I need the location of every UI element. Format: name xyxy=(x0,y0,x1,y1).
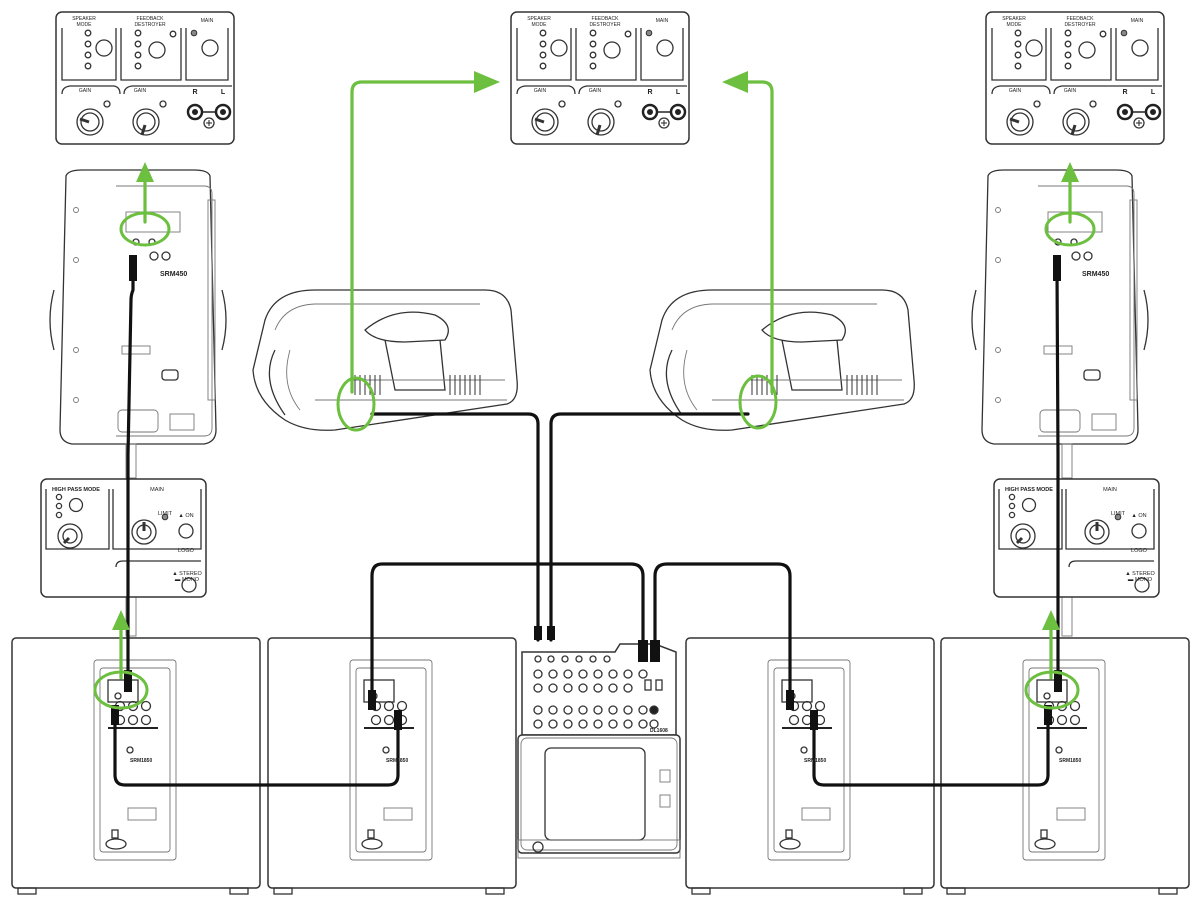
subwoofer-4 xyxy=(940,637,1190,895)
subwoofer-2 xyxy=(267,637,517,895)
top-left-control-panel xyxy=(54,10,236,146)
label-high-pass-mode: HIGH PASS MODE xyxy=(52,487,100,493)
top-center-control-panel xyxy=(509,10,691,146)
label-l: L xyxy=(1151,89,1156,96)
label-destroyer: DESTROYER xyxy=(589,22,621,28)
label-gain-2: GAIN xyxy=(134,88,147,94)
label-stereo: ▲ STEREO xyxy=(1125,571,1155,577)
label-main: MAIN xyxy=(1131,18,1144,24)
digital-mixer xyxy=(517,643,681,859)
sub-4-model-label: SRM1850 xyxy=(1059,758,1081,764)
mixer-model-label: DL1608 xyxy=(650,728,668,734)
left-speaker-model-label: SRM450 xyxy=(160,271,187,278)
label-main: MAIN xyxy=(201,18,214,24)
top-right-control-panel xyxy=(984,10,1166,146)
sub-2-model-label: SRM1850 xyxy=(386,758,408,764)
signal-arrow-left-speaker xyxy=(119,162,171,247)
cable-mixer-to-right-monitor xyxy=(547,412,750,642)
label-speaker-mode: SPEAKER xyxy=(72,16,96,22)
signal-arrow-sub-4 xyxy=(1024,610,1080,710)
sub-1-model-label: SRM1850 xyxy=(130,758,152,764)
label-feedback: FEEDBACK xyxy=(592,16,620,22)
top-center-panel-labels: SPEAKER MODE FEEDBACK DESTROYER MAIN GAI… xyxy=(527,16,681,96)
right-sub-panel-labels: HIGH PASS MODE MAIN LIMIT ▲ ON LOGO ▲ ST… xyxy=(1005,487,1155,583)
label-logo: LOGO xyxy=(1131,548,1148,554)
signal-arrow-sub-1 xyxy=(93,610,149,710)
label-gain-2: GAIN xyxy=(589,88,602,94)
top-left-panel-labels: SPEAKER MODE FEEDBACK DESTROYER MAIN GAI… xyxy=(72,16,226,96)
label-high-pass-mode: HIGH PASS MODE xyxy=(1005,487,1053,493)
label-speaker-mode-2: MODE xyxy=(77,22,93,28)
label-stereo: ▲ STEREO xyxy=(172,571,202,577)
label-limit: LIMIT xyxy=(1111,511,1126,517)
cable-sub-1-to-left-speaker xyxy=(124,255,137,692)
label-mono: ▬ MONO xyxy=(175,577,200,583)
label-logo: LOGO xyxy=(178,548,195,554)
cable-mixer-to-sub-3 xyxy=(650,562,794,710)
label-speaker-mode: SPEAKER xyxy=(527,16,551,22)
subwoofer-3 xyxy=(685,637,935,895)
label-feedback: FEEDBACK xyxy=(1067,16,1095,22)
label-on: ▲ ON xyxy=(178,513,193,519)
signal-arrow-right-monitor xyxy=(722,71,778,430)
cable-sub-4-to-right-speaker xyxy=(1053,255,1062,692)
label-destroyer: DESTROYER xyxy=(1064,22,1096,28)
label-speaker-mode-2: MODE xyxy=(1007,22,1023,28)
label-mono: ▬ MONO xyxy=(1128,577,1153,583)
left-sub-panel-labels: HIGH PASS MODE MAIN LIMIT ▲ ON LOGO ▲ ST… xyxy=(52,487,202,583)
label-gain: GAIN xyxy=(1009,88,1022,94)
label-feedback: FEEDBACK xyxy=(137,16,165,22)
label-speaker-mode: SPEAKER xyxy=(1002,16,1026,22)
left-floor-monitor xyxy=(252,289,518,431)
right-full-range-speaker xyxy=(971,169,1149,445)
right-speaker-model-label: SRM450 xyxy=(1082,271,1109,278)
top-right-panel-labels: SPEAKER MODE FEEDBACK DESTROYER MAIN GAI… xyxy=(1002,16,1156,96)
left-full-range-speaker xyxy=(49,169,227,445)
label-r: R xyxy=(647,89,652,96)
label-limit: LIMIT xyxy=(158,511,173,517)
cable-mixer-to-sub-2 xyxy=(368,562,648,710)
cable-sub-3-to-sub-4 xyxy=(810,705,1052,787)
label-r: R xyxy=(1122,89,1127,96)
signal-arrow-left-monitor xyxy=(336,71,500,432)
label-l: L xyxy=(676,89,681,96)
label-on: ▲ ON xyxy=(1131,513,1146,519)
label-r: R xyxy=(192,89,197,96)
cable-sub-1-to-sub-2 xyxy=(111,705,402,787)
label-gain: GAIN xyxy=(79,88,92,94)
label-main: MAIN xyxy=(150,487,164,493)
label-destroyer: DESTROYER xyxy=(134,22,166,28)
label-main: MAIN xyxy=(1103,487,1117,493)
label-speaker-mode-2: MODE xyxy=(532,22,548,28)
label-gain: GAIN xyxy=(534,88,547,94)
label-main: MAIN xyxy=(656,18,669,24)
signal-arrow-right-speaker xyxy=(1044,162,1096,247)
label-l: L xyxy=(221,89,226,96)
cable-mixer-to-left-monitor xyxy=(370,412,542,642)
sub-3-model-label: SRM1850 xyxy=(804,758,826,764)
label-gain-2: GAIN xyxy=(1064,88,1077,94)
right-floor-monitor xyxy=(649,289,915,431)
